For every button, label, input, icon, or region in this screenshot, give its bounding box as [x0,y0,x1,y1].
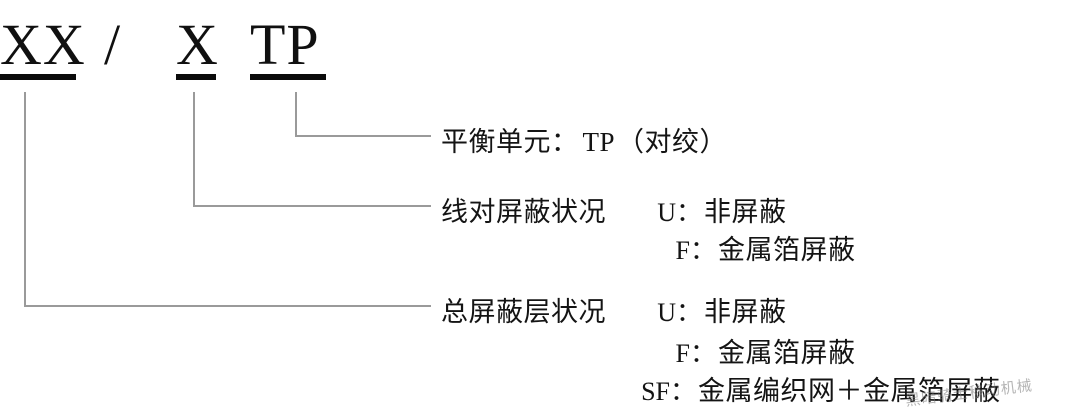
leader-horizontal-overall-shield [24,305,431,307]
annotation-overall-shield-row-sf: SF ： 金属编织网＋金属箔屏蔽 [614,369,1001,408]
annotation-pair-shield-value-f: 金属箔屏蔽 [718,235,856,265]
annotation-overall-shield-colon-f: ： [690,339,717,368]
annotation-pair-shield-code-f: F [675,236,690,265]
annotation-overall-shield-value-u: 非屏蔽 [704,297,787,327]
annotation-pair-shield-value-u: 非屏蔽 [704,197,787,227]
code-token-overall-shield: XX [0,12,86,77]
leader-vertical-pair-shield [193,92,195,206]
annotation-overall-shield-code-u: U [657,298,676,327]
code-token-separator: / [104,12,122,77]
annotation-balanced-element-value: （对绞） [617,127,728,157]
code-underline-balanced-element [250,74,326,80]
annotation-pair-shield-row-f: F ： 金属箔屏蔽 [634,228,856,267]
annotation-overall-shield-value-f: 金属箔屏蔽 [718,338,856,368]
leader-horizontal-pair-shield [193,205,431,207]
code-underline-overall-shield [0,74,76,80]
annotation-pair-shield-title-row: 线对屏蔽状况 U ： 非屏蔽 [441,190,787,229]
code-token-balanced-element: TP [250,12,320,77]
annotation-overall-shield-title: 总屏蔽层状况 [441,297,606,327]
annotation-pair-shield-colon-f: ： [690,236,717,265]
annotation-overall-shield-colon-u: ： [676,298,703,327]
annotation-overall-shield-row-f: F ： 金属箔屏蔽 [634,331,856,370]
leader-horizontal-balanced-element [295,135,431,137]
leader-vertical-overall-shield [24,92,26,306]
annotation-overall-shield-value-sf: 金属编织网＋金属箔屏蔽 [698,376,1001,406]
annotation-balanced-element-title: 平衡单元： [441,127,579,157]
annotation-overall-shield-colon-sf: ： [670,377,697,406]
annotation-pair-shield-colon-u: ： [676,198,703,227]
code-underline-pair-shield [176,74,216,80]
annotation-pair-shield-code-u: U [657,198,676,227]
annotation-overall-shield-code-f: F [675,339,690,368]
code-token-pair-shield: X [176,12,219,77]
annotation-pair-shield-title: 线对屏蔽状况 [441,197,606,227]
annotation-overall-shield-title-row: 总屏蔽层状况 U ： 非屏蔽 [441,290,787,329]
annotation-overall-shield-code-sf: SF [641,377,670,406]
annotation-balanced-element-row: 平衡单元： TP （对绞） [441,120,727,159]
leader-vertical-balanced-element [295,92,297,136]
annotation-balanced-element-code: TP [582,127,616,157]
